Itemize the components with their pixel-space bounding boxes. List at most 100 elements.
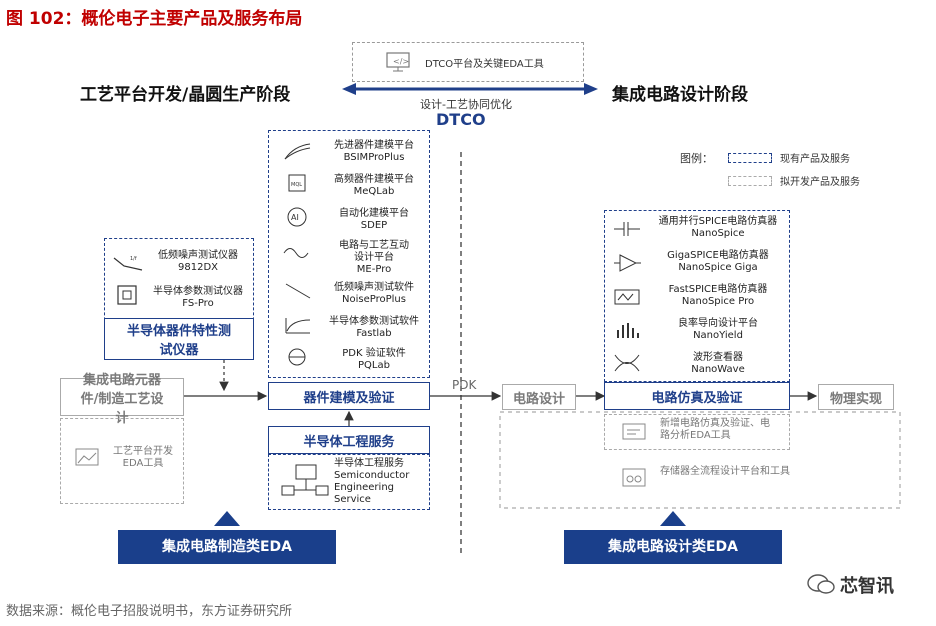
sim-item-2-model: NanoSpice Pro: [681, 296, 755, 307]
eda-design-bar: 集成电路设计类EDA: [564, 530, 782, 564]
up-arrow-left-icon: [214, 511, 240, 526]
iv-curve-icon: [284, 143, 311, 160]
waveform-icon: [283, 248, 309, 258]
device-modeling-label: 器件建模及验证: [268, 382, 430, 410]
monitor-code-icon: </>: [386, 52, 410, 72]
ic-process-design-label: 集成电路元器件/制造工艺设计: [60, 373, 184, 426]
planned-simulation-box: [604, 414, 790, 450]
sim-item-3-name: 良率导向设计平台: [678, 318, 758, 329]
figure-title: 图 102：概伦电子主要产品及服务布局: [6, 9, 303, 29]
test-instruments-label: 半导体器件特性测试仪器: [104, 318, 254, 360]
legend-planned-label: 拟开发产品及服务: [780, 177, 860, 188]
legend-existing-swatch: [728, 153, 772, 163]
sim-item-3: 良率导向设计平台 NanoYield: [650, 318, 786, 342]
parameter-curve-icon: [285, 318, 311, 334]
wechat-icon: [807, 574, 835, 594]
chip-tester-icon: [117, 285, 137, 305]
svg-text:AI: AI: [291, 213, 299, 222]
dtco-tool-box: </> DTCO平台及关键EDA工具: [352, 42, 584, 82]
test-item-1-model: FS-Pro: [182, 298, 214, 309]
chip-icon: MQL: [288, 174, 306, 192]
stage-left-heading: 工艺平台开发/晶圆生产阶段: [80, 85, 291, 105]
simulation-group: [604, 210, 790, 382]
noise-curve-icon: 1/f: [113, 256, 143, 271]
modeling-item-0: 先进器件建模平台 BSIMProPlus: [322, 140, 426, 164]
sim-item-0: 通用并行SPICE电路仿真器 NanoSpice: [650, 216, 786, 240]
amplifier-icon: [614, 254, 641, 272]
sim-item-1-name: GigaSPICE电路仿真器: [667, 250, 769, 261]
test-item-1: 半导体参数测试仪器 FS-Pro: [146, 286, 250, 310]
simulation-label: 电路仿真及验证: [604, 382, 790, 410]
dtco-box-label: DTCO平台及关键EDA工具: [425, 59, 544, 70]
eda-manufacturing-bar: 集成电路制造类EDA: [118, 530, 336, 564]
test-item-1-name: 半导体参数测试仪器: [153, 286, 243, 297]
planned-simulation-text: 新增电路仿真及验证、电路分析EDA工具: [660, 418, 770, 441]
memory-flow-icon: [622, 468, 646, 487]
modeling-item-3-model: ME-Pro: [356, 264, 392, 275]
svg-text:1/f: 1/f: [130, 256, 137, 262]
modeling-item-4: 低频噪声测试软件 NoiseProPlus: [322, 282, 426, 306]
analysis-tool-icon: [622, 423, 646, 440]
source-note: 数据来源：概伦电子招股说明书，东方证券研究所: [6, 604, 293, 619]
sim-item-2: FastSPICE电路仿真器 NanoSpice Pro: [650, 284, 786, 308]
modeling-item-3: 电路与工艺互动设计平台 ME-Pro: [322, 240, 426, 276]
legend-title: 图例：: [680, 152, 713, 165]
sim-item-0-model: NanoSpice: [691, 228, 745, 239]
modeling-item-0-model: BSIMProPlus: [343, 152, 405, 163]
computer-network-icon: [281, 464, 329, 496]
modeling-item-2: 自动化建模平台 SDEP: [322, 208, 426, 232]
modeling-item-2-name: 自动化建模平台: [339, 208, 409, 219]
sim-item-4-name: 波形查看器: [693, 352, 743, 363]
circuit-board-icon: [614, 289, 640, 305]
modeling-item-6: PDK 验证软件 PQLab: [322, 348, 426, 372]
modeling-item-1: 高频器件建模平台 MeQLab: [322, 174, 426, 198]
planned-memory-text: 存储器全流程设计平台和工具: [660, 466, 790, 477]
sim-item-0-name: 通用并行SPICE电路仿真器: [658, 216, 778, 227]
sim-item-2-name: FastSPICE电路仿真器: [668, 284, 768, 295]
modeling-item-4-name: 低频噪声测试软件: [334, 282, 414, 293]
physical-implementation-text: 物理实现: [829, 391, 882, 407]
dtco-arrow-label: 设计-工艺协同优化: [420, 98, 512, 111]
pdk-verify-icon: [288, 348, 306, 366]
sim-item-1-model: NanoSpice Giga: [678, 262, 758, 273]
pdk-label: PDK: [452, 378, 477, 392]
dtco-double-arrow: [342, 83, 598, 95]
engineering-service-label: 半导体工程服务: [268, 426, 430, 454]
legend-planned-swatch: [728, 176, 772, 186]
legend-existing-label: 现有产品及服务: [780, 154, 850, 165]
spice-capacitor-icon: [614, 222, 640, 236]
image-tool-icon: [75, 448, 99, 466]
sim-item-4-model: NanoWave: [691, 364, 745, 375]
modeling-item-5-model: Fastlab: [356, 328, 392, 339]
sim-item-3-model: NanoYield: [693, 330, 743, 341]
ic-process-tool: 工艺平台开发EDA工具: [113, 446, 173, 469]
circuit-design-box: 电路设计: [502, 384, 576, 410]
modeling-item-1-model: MeQLab: [353, 186, 395, 197]
circuit-design-text: 电路设计: [512, 391, 565, 407]
modeling-item-5-name: 半导体参数测试软件: [329, 316, 419, 327]
engineering-service-item: 半导体工程服务 Semiconductor Engineering Servic…: [334, 458, 410, 505]
wave-viewer-icon: [614, 354, 640, 372]
ic-process-design-text: 集成电路元器件/制造工艺设计: [80, 372, 164, 426]
modeling-item-6-model: PQLab: [358, 360, 390, 371]
ic-process-group: [60, 418, 184, 504]
modeling-item-2-model: SDEP: [360, 220, 388, 231]
physical-implementation-box: 物理实现: [818, 384, 894, 410]
svg-text:MQL: MQL: [291, 182, 302, 188]
test-item-0-model: 9812DX: [178, 262, 218, 273]
modeling-item-1-name: 高频器件建模平台: [334, 174, 414, 185]
up-arrow-right-icon: [660, 511, 686, 526]
dtco-label: DTCO: [436, 110, 486, 129]
test-item-0-name: 低频噪声测试仪器: [158, 250, 238, 261]
ai-head-icon: AI: [287, 207, 307, 227]
stage-right-heading: 集成电路设计阶段: [612, 85, 748, 105]
modeling-item-6-name: PDK 验证软件: [342, 348, 406, 359]
sim-item-4: 波形查看器 NanoWave: [650, 352, 786, 376]
yield-bars-icon: [617, 323, 639, 338]
device-modeling-group: [268, 130, 430, 378]
sim-item-1: GigaSPICE电路仿真器 NanoSpice Giga: [650, 250, 786, 274]
watermark-text: 芯智讯: [840, 576, 894, 597]
noise-line-icon: [285, 283, 311, 299]
modeling-item-4-model: NoiseProPlus: [342, 294, 406, 305]
